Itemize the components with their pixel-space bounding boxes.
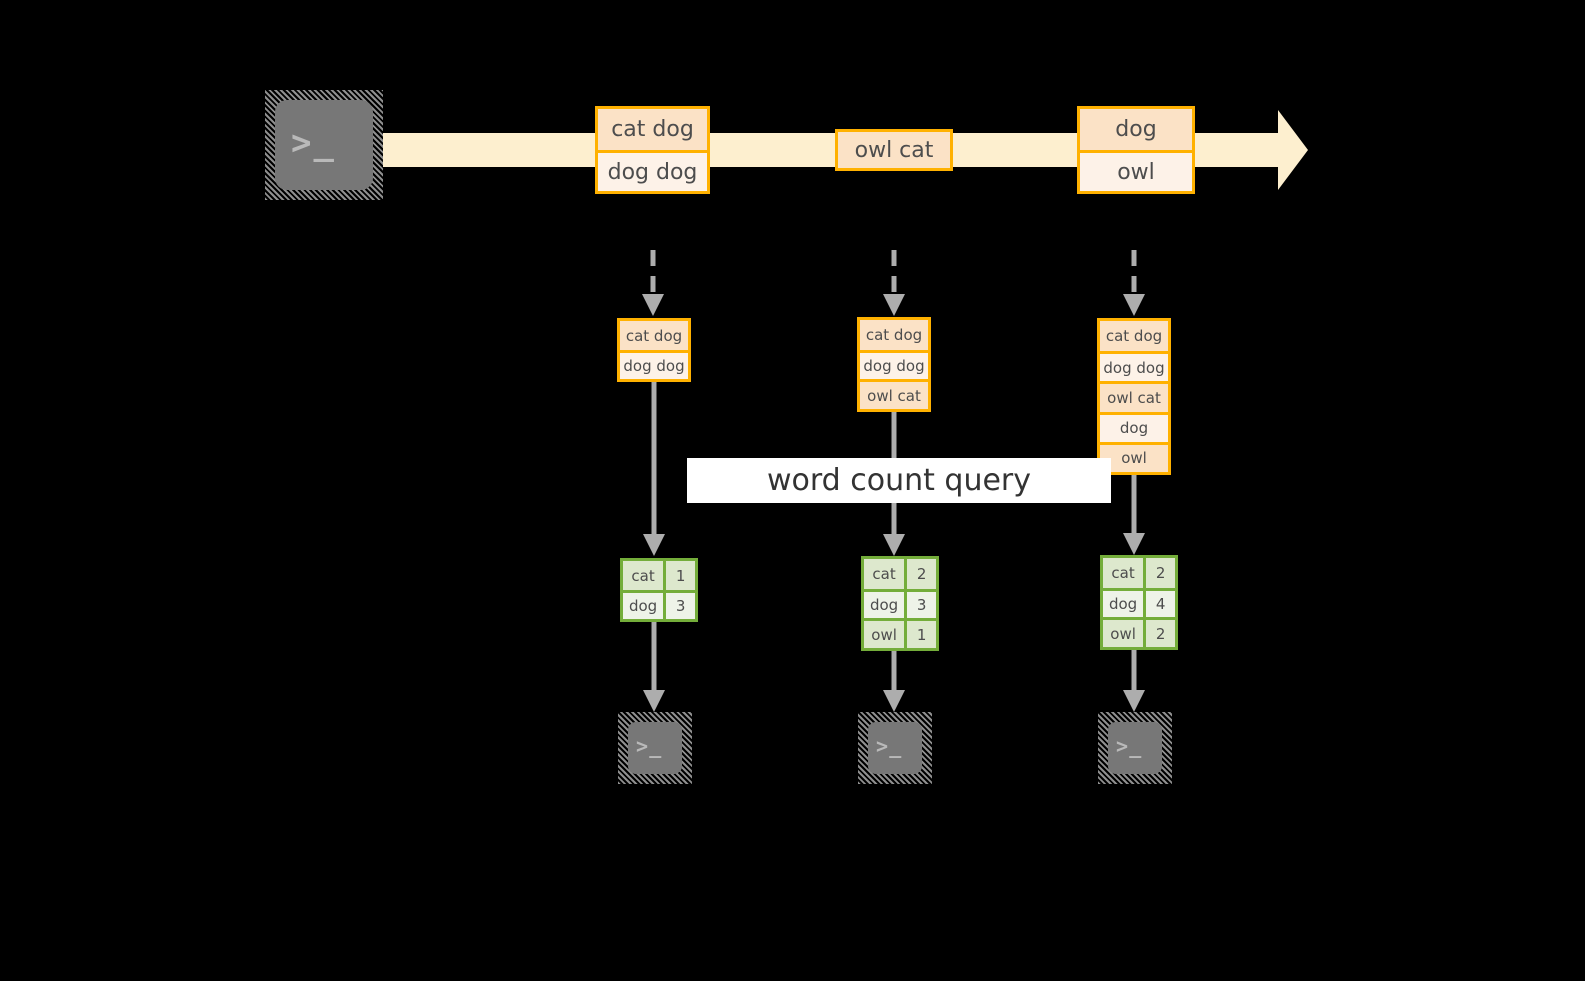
result-count-cell: 4: [1146, 590, 1175, 618]
result-count-cell: 2: [1146, 558, 1175, 588]
snapshot-input-row: owl cat: [1100, 381, 1168, 412]
terminal-prompt-glyph: >_: [291, 123, 337, 163]
snapshot-input-row: dog dog: [860, 349, 928, 380]
snapshot-1-result-table: cat 1 dog 3: [620, 558, 698, 622]
result-word-cell: owl: [1103, 620, 1147, 647]
stream-message-batch-1: cat dog dog dog: [595, 106, 710, 194]
result-count-cell: 3: [907, 591, 936, 619]
snapshot-1-input-box: cat dog dog dog: [617, 318, 691, 382]
snapshot-input-row: dog: [1100, 411, 1168, 442]
table-row: dog 4: [1103, 587, 1175, 618]
table-row: dog 3: [623, 590, 695, 619]
result-word-cell: dog: [1103, 590, 1147, 618]
terminal-prompt-glyph: >_: [876, 734, 903, 758]
terminal-screen: >_: [1108, 722, 1162, 774]
table-row: dog 3: [864, 588, 936, 619]
snapshot-3-consumer-terminal-icon: >_: [1098, 712, 1172, 784]
snapshot-input-row: cat dog: [860, 320, 928, 350]
stream-message-batch-2: owl cat: [835, 129, 953, 171]
result-count-cell: 2: [1146, 620, 1175, 647]
result-word-cell: owl: [864, 621, 908, 648]
terminal-screen: >_: [275, 100, 373, 190]
connector-stream-to-snapshot-3: [1118, 250, 1150, 318]
connector-stream-to-snapshot-2: [878, 250, 910, 318]
table-row: cat 2: [1103, 558, 1175, 588]
result-count-cell: 3: [666, 593, 695, 619]
snapshot-input-row: dog dog: [620, 350, 688, 379]
snapshot-input-row: dog dog: [1100, 351, 1168, 382]
snapshot-2-input-box: cat dog dog dog owl cat: [857, 317, 931, 412]
result-word-cell: cat: [1103, 558, 1147, 588]
connector-stream-to-snapshot-1: [637, 250, 669, 318]
snapshot-input-row: cat dog: [620, 321, 688, 350]
stream-message-batch-3: dog owl: [1077, 106, 1195, 194]
result-word-cell: dog: [864, 591, 908, 619]
stream-message-row: owl: [1080, 150, 1192, 191]
result-count-cell: 2: [907, 559, 936, 589]
terminal-screen: >_: [628, 722, 682, 774]
result-count-cell: 1: [907, 621, 936, 648]
terminal-prompt-glyph: >_: [636, 734, 663, 758]
stream-message-row: cat dog: [598, 109, 707, 150]
word-count-query-label: word count query: [687, 458, 1111, 503]
snapshot-input-row: cat dog: [1100, 321, 1168, 352]
connector-snapshot-3-query: [1118, 475, 1150, 557]
snapshot-3-result-table: cat 2 dog 4 owl 2: [1100, 555, 1178, 650]
table-row: owl 1: [864, 618, 936, 648]
result-word-cell: cat: [623, 561, 667, 590]
table-row: owl 2: [1103, 617, 1175, 647]
table-row: cat 1: [623, 561, 695, 590]
snapshot-1-consumer-terminal-icon: >_: [618, 712, 692, 784]
stream-message-row: dog dog: [598, 150, 707, 191]
terminal-screen: >_: [868, 722, 922, 774]
terminal-prompt-glyph: >_: [1116, 734, 1143, 758]
result-count-cell: 1: [666, 561, 695, 590]
producer-terminal-icon: >_: [265, 90, 383, 200]
snapshot-2-consumer-terminal-icon: >_: [858, 712, 932, 784]
connector-snapshot-3-to-consumer: [1118, 650, 1150, 714]
snapshot-3-input-box: cat dog dog dog owl cat dog owl: [1097, 318, 1171, 475]
stream-message-row: owl cat: [838, 132, 950, 168]
result-word-cell: cat: [864, 559, 908, 589]
snapshot-input-row: owl cat: [860, 379, 928, 409]
connector-snapshot-1-to-consumer: [638, 622, 670, 714]
connector-snapshot-2-to-consumer: [878, 651, 910, 714]
snapshot-2-result-table: cat 2 dog 3 owl 1: [861, 556, 939, 651]
table-row: cat 2: [864, 559, 936, 589]
connector-snapshot-1-query: [638, 382, 670, 558]
result-word-cell: dog: [623, 593, 667, 619]
snapshot-input-row: owl: [1100, 441, 1168, 472]
stream-message-row: dog: [1080, 109, 1192, 150]
